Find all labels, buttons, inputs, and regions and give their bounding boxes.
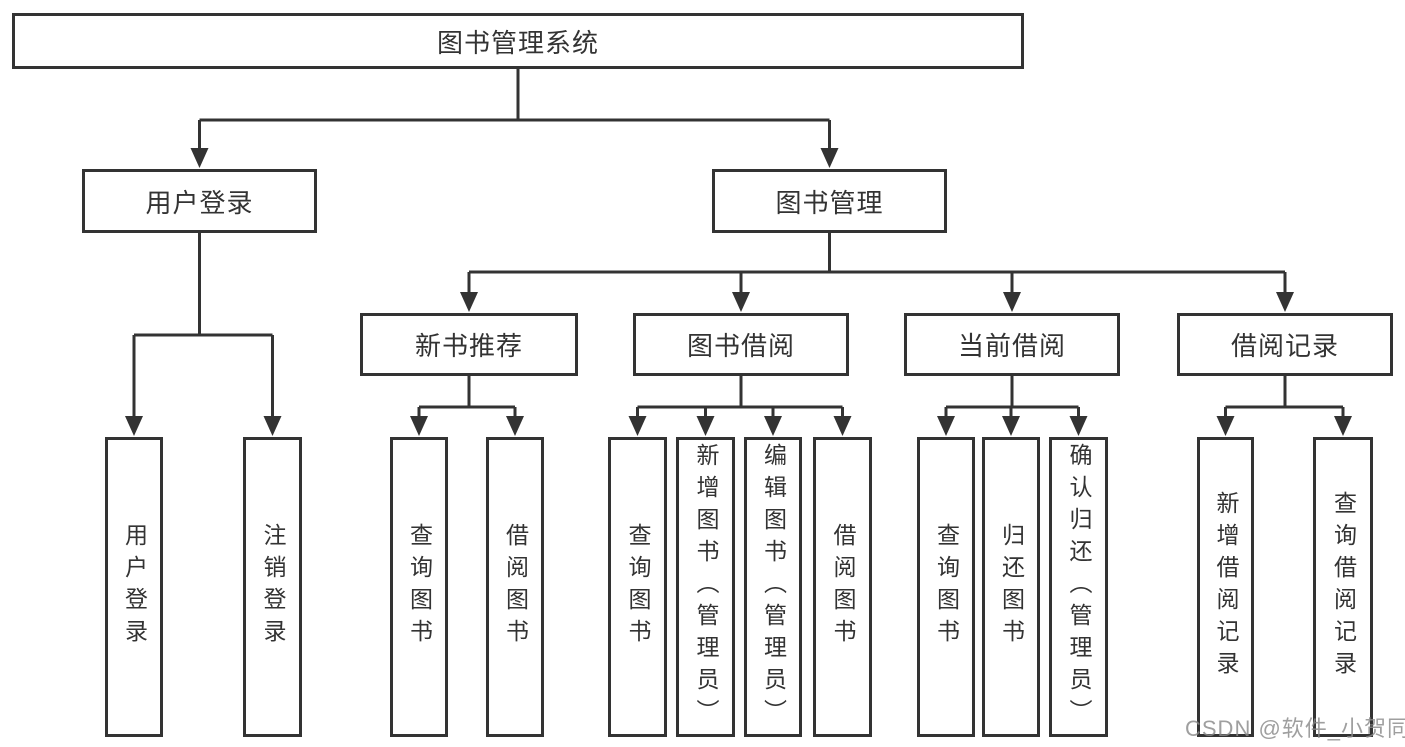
arrowhead-icon <box>732 292 750 312</box>
node-label: 图书管理系统 <box>436 27 599 58</box>
node-current-borrow: 当前借阅 <box>904 313 1120 376</box>
node-label: 当前借阅 <box>957 331 1066 361</box>
arrowhead-icon <box>506 416 524 436</box>
node-label: 图书借阅 <box>686 331 795 361</box>
arrowhead-icon <box>125 416 143 436</box>
node-leaf-br-add: 新增借阅记录 <box>1197 437 1254 737</box>
arrowhead-icon <box>764 416 782 436</box>
arrowhead-icon <box>833 416 852 436</box>
node-label: 新增图书（管理员） <box>693 443 719 731</box>
node-book-mgmt: 图书管理 <box>712 169 947 233</box>
node-leaf-cb-query: 查询图书 <box>917 437 975 737</box>
node-label: 编辑图书（管理员） <box>760 443 787 731</box>
node-label: 借阅记录 <box>1230 331 1339 361</box>
node-label: 新增借阅记录 <box>1213 491 1239 683</box>
node-label: 借阅图书 <box>830 523 856 651</box>
node-label: 用户登录 <box>145 187 254 218</box>
node-leaf-bb-add: 新增图书（管理员） <box>676 437 735 737</box>
node-leaf-logout: 注销登录 <box>243 437 302 737</box>
node-new-book-rec: 新书推荐 <box>360 313 578 376</box>
node-root: 图书管理系统 <box>12 13 1024 69</box>
node-leaf-bb-borrow: 借阅图书 <box>813 437 872 737</box>
node-book-borrow: 图书借阅 <box>633 313 849 376</box>
arrowhead-icon <box>1003 292 1021 312</box>
arrowhead-icon <box>1069 416 1088 436</box>
arrowhead-icon <box>937 416 955 436</box>
node-leaf-nbr-borrow: 借阅图书 <box>486 437 544 737</box>
node-label: 查询图书 <box>406 523 433 651</box>
node-label: 新书推荐 <box>414 331 523 361</box>
node-label: 借阅图书 <box>502 523 529 651</box>
node-label: 查询借阅记录 <box>1330 491 1357 683</box>
node-label: 图书管理 <box>775 187 884 218</box>
arrowhead-icon <box>1216 416 1235 436</box>
arrowhead-icon <box>460 292 478 312</box>
arrowhead-icon <box>1002 416 1020 436</box>
node-label: 确认归还（管理员） <box>1066 443 1092 731</box>
node-borrow-records: 借阅记录 <box>1177 313 1393 376</box>
arrowhead-icon <box>410 416 428 436</box>
arrowhead-icon <box>1334 416 1352 436</box>
node-label: 查询图书 <box>625 523 651 651</box>
node-label: 注销登录 <box>260 523 286 651</box>
arrowhead-icon <box>820 148 839 168</box>
arrowhead-icon <box>696 416 715 436</box>
node-leaf-bb-edit: 编辑图书（管理员） <box>744 437 802 737</box>
node-label: 查询图书 <box>933 523 960 651</box>
node-leaf-bb-query: 查询图书 <box>608 437 667 737</box>
arrowhead-icon <box>190 148 209 168</box>
watermark: CSDN @软件_小贺同学 <box>1185 716 1405 741</box>
arrowhead-icon <box>628 416 647 436</box>
node-user-login: 用户登录 <box>82 169 317 233</box>
node-leaf-br-query: 查询借阅记录 <box>1313 437 1373 737</box>
node-leaf-cb-confirm: 确认归还（管理员） <box>1049 437 1108 737</box>
node-leaf-cb-return: 归还图书 <box>982 437 1040 737</box>
node-leaf-nbr-query: 查询图书 <box>390 437 448 737</box>
arrowhead-icon <box>1276 292 1294 312</box>
node-leaf-user-login: 用户登录 <box>105 437 163 737</box>
arrowhead-icon <box>263 416 282 436</box>
node-label: 归还图书 <box>998 523 1025 651</box>
node-label: 用户登录 <box>121 523 148 651</box>
